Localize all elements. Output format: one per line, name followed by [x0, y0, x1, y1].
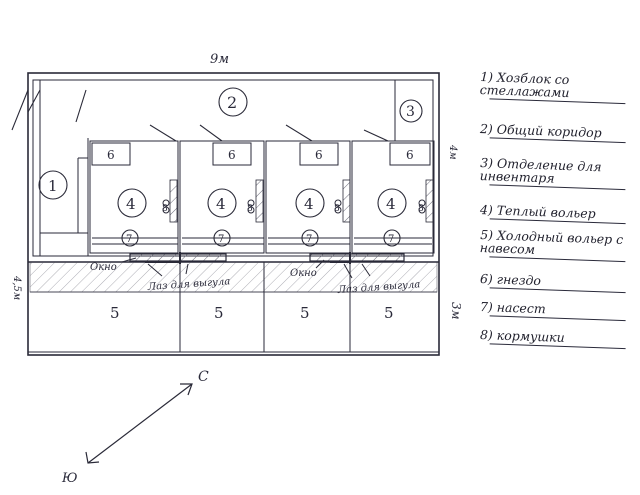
warm-pens [89, 140, 435, 254]
window-label-left: Окно [90, 262, 117, 273]
hatch-openings [129, 252, 405, 264]
utility-room [39, 80, 89, 257]
right-width-dimension: 3м [449, 302, 463, 320]
door-marks [11, 89, 389, 142]
feeder-2-number: 8 [247, 204, 253, 214]
legend-item-5: 5) Холодный вольер с навесом [479, 227, 631, 263]
legend-item-3: 3) Отделение для инвентаря [479, 155, 631, 191]
legend-item-1: 1) Хозблок со стеллажами [479, 69, 631, 105]
legend-text-5: 5) Холодный вольер с навесом [479, 227, 624, 258]
legend-text-3: 3) Отделение для инвентаря [479, 155, 602, 186]
feeder-4-number: 8 [418, 204, 424, 214]
label-corridor: 2 [227, 93, 237, 112]
perch-1-number: 7 [126, 234, 132, 245]
perch-2-number: 7 [218, 234, 224, 245]
legend-text-8: 8) кормушки [479, 327, 565, 345]
nest-1-number: 6 [107, 148, 115, 162]
pen-3-number: 4 [304, 195, 314, 213]
compass-south-label: Ю [61, 471, 78, 486]
pen-4-number: 4 [386, 195, 396, 213]
perches [92, 237, 432, 245]
run-4-number: 5 [384, 304, 394, 322]
room-circles [38, 87, 423, 247]
run-hatch-strip [29, 261, 438, 293]
compass-north-label: С [198, 369, 209, 385]
pen-1-number: 4 [126, 195, 136, 213]
feeders [169, 179, 434, 223]
compass-arrow [85, 383, 193, 464]
run-2-number: 5 [214, 304, 224, 322]
nest-4-number: 6 [406, 148, 414, 162]
perch-4-number: 7 [388, 234, 394, 245]
length-dimension: 9м [210, 52, 229, 67]
run-1-number: 5 [110, 304, 120, 322]
label-utility: 1 [48, 177, 58, 195]
top-width-dimension: 4м [447, 144, 458, 160]
nest-2-number: 6 [228, 148, 236, 162]
legend-text-1: 1) Хозблок со стеллажами [479, 69, 570, 101]
run-dividers [179, 262, 351, 352]
annotation-arrows [121, 257, 371, 279]
window-label-right: Окно [290, 268, 317, 279]
feeder-symbols [162, 199, 426, 214]
nest-3-number: 6 [315, 148, 323, 162]
left-width-dimension: 4,5м [11, 275, 22, 300]
label-equipment: 3 [406, 104, 415, 120]
feeder-1-number: 8 [162, 204, 168, 214]
legend-text-7: 7) насест [479, 299, 546, 317]
perch-3-number: 7 [306, 234, 312, 245]
nest-boxes [91, 142, 431, 166]
feeder-3-number: 8 [334, 204, 340, 214]
legend-text-6: 6) гнездо [479, 271, 542, 289]
run-3-number: 5 [300, 304, 310, 322]
pen-2-number: 4 [216, 195, 226, 213]
